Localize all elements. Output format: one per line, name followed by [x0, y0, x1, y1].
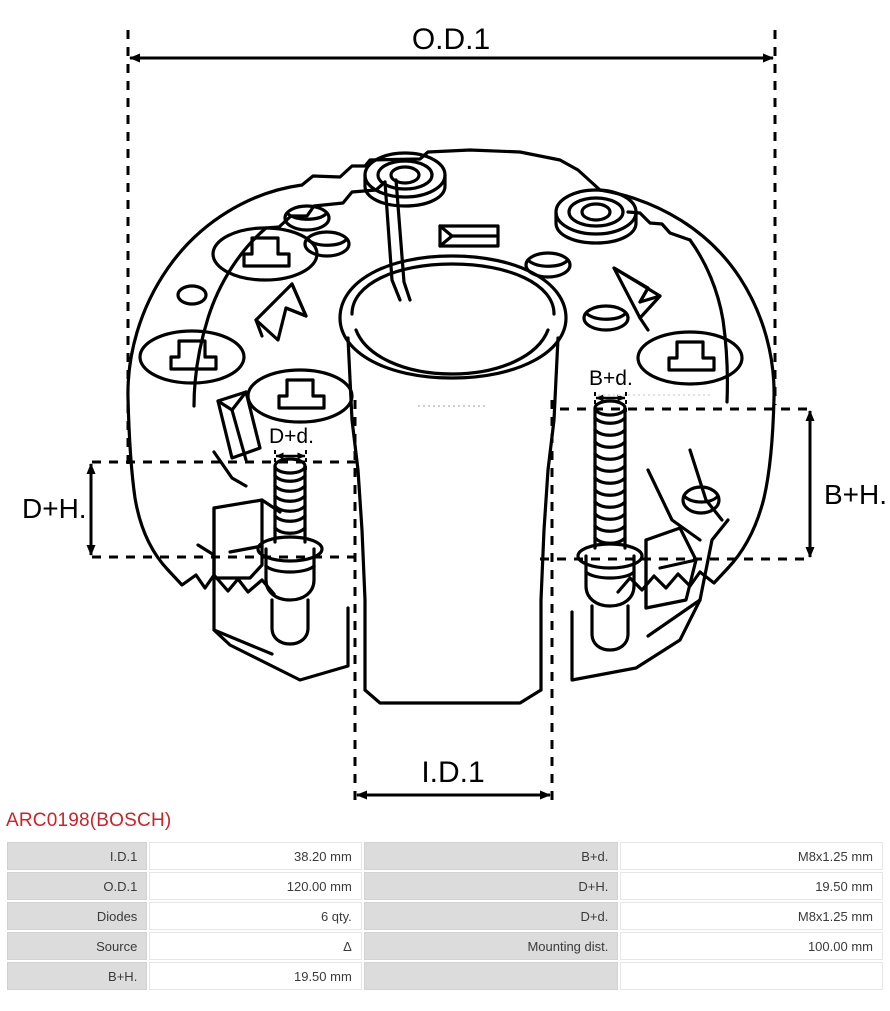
spec-key-right: D+H. [363, 872, 619, 900]
id1-label: I.D.1 [421, 756, 484, 789]
dd-label: D+d. [269, 425, 314, 448]
spec-value-right: M8x1.25 mm [620, 842, 883, 870]
spec-key-left: O.D.1 [7, 872, 148, 900]
spec-key-left: I.D.1 [7, 842, 148, 870]
dd-extension-lines [274, 450, 307, 472]
spec-value-right: 19.50 mm [620, 872, 883, 900]
spec-value-left: 38.20 mm [149, 842, 362, 870]
od1-extension-lines [126, 30, 777, 465]
stud-bushing-right [554, 188, 638, 245]
spec-value-right: M8x1.25 mm [620, 902, 883, 930]
table-row: I.D.1 38.20 mm B+d. M8x1.25 mm [7, 842, 883, 870]
table-row: B+H. 19.50 mm [7, 962, 883, 990]
spec-value-left: 120.00 mm [149, 872, 362, 900]
spec-key-right: B+d. [363, 842, 619, 870]
rectifier-drawing-svg: O.D.1 I.D.1 D+H. B+H. D+d. B+d. [22, 23, 888, 800]
spec-key-left: B+H. [7, 962, 148, 990]
rectifier-body-outline [126, 148, 776, 705]
bd-extension-lines [594, 392, 627, 414]
spec-key-right [363, 962, 619, 990]
spec-value-left: 19.50 mm [149, 962, 362, 990]
table-row: Diodes 6 qty. D+d. M8x1.25 mm [7, 902, 883, 930]
bd-label: B+d. [589, 367, 633, 390]
table-row: Source Δ Mounting dist. 100.00 mm [7, 932, 883, 960]
bolt-left [256, 457, 324, 646]
spec-value-right [620, 962, 883, 990]
technical-drawing: O.D.1 I.D.1 D+H. B+H. D+d. B+d. [22, 23, 888, 800]
spec-key-right: Mounting dist. [363, 932, 619, 960]
bh-label: B+H. [824, 479, 887, 510]
part-code-title: ARC0198(BOSCH) [6, 810, 172, 831]
table-row: O.D.1 120.00 mm D+H. 19.50 mm [7, 872, 883, 900]
spec-table-body: I.D.1 38.20 mm B+d. M8x1.25 mm O.D.1 120… [7, 842, 883, 990]
spec-key-left: Diodes [7, 902, 148, 930]
spec-value-left: 6 qty. [149, 902, 362, 930]
dh-label: D+H. [22, 493, 87, 524]
bolt-right [576, 399, 644, 652]
bh-reference-lines [540, 407, 812, 561]
spec-value-right: 100.00 mm [620, 932, 883, 960]
stud-bushing-left [363, 151, 447, 208]
spec-key-right: D+d. [363, 902, 619, 930]
specification-table: I.D.1 38.20 mm B+d. M8x1.25 mm O.D.1 120… [5, 840, 885, 992]
od1-label: O.D.1 [412, 23, 490, 56]
spec-key-left: Source [7, 932, 148, 960]
spec-value-left: Δ [149, 932, 362, 960]
